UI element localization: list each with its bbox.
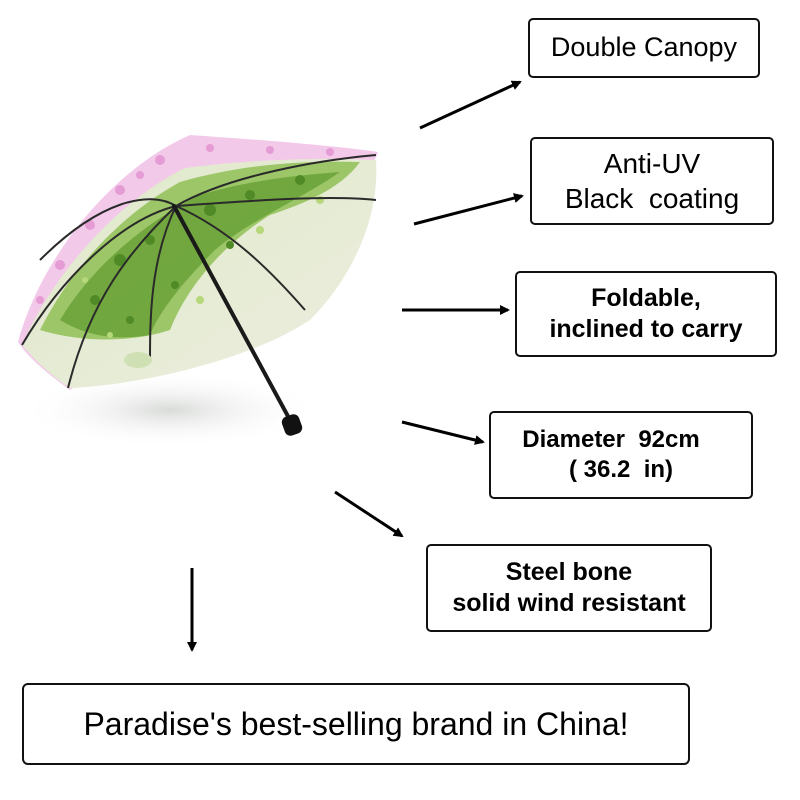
feature-foldable-line2: inclined to carry	[549, 315, 743, 343]
feature-diameter-line2: ( 36.2 in)	[568, 456, 674, 483]
feature-anti-uv-line1: Anti-UV	[603, 148, 701, 179]
arrow-canopy	[419, 80, 522, 130]
feature-foldable: Foldable, inclined to carry	[515, 271, 777, 357]
feature-steel-bone-line1: Steel bone	[505, 557, 633, 586]
feature-double-canopy-text: Double Canopy	[550, 32, 738, 63]
feature-steel-bone: Steel bone solid wind resistant	[426, 544, 712, 632]
feature-anti-uv-line2: Black coating	[564, 183, 740, 214]
umbrella-shadow	[20, 372, 320, 448]
arrow-uv	[413, 193, 524, 226]
feature-diameter: Diameter 92cm ( 36.2 in)	[489, 411, 753, 499]
arrow-diameter	[401, 420, 485, 445]
umbrella-handle	[281, 414, 303, 436]
arrow-steel	[334, 490, 404, 538]
brand-banner: Paradise's best-selling brand in China!	[22, 683, 690, 765]
feature-anti-uv: Anti-UV Black coating	[530, 137, 774, 225]
feature-diameter-line1: Diameter 92cm	[522, 426, 700, 453]
brand-banner-text: Paradise's best-selling brand in China!	[83, 706, 629, 742]
feature-double-canopy: Double Canopy	[528, 18, 760, 78]
feature-foldable-line1: Foldable,	[591, 283, 701, 312]
umbrella-shaft	[172, 204, 292, 422]
umbrella-canopy	[18, 135, 378, 390]
feature-steel-bone-line2: solid wind resistant	[452, 589, 686, 617]
